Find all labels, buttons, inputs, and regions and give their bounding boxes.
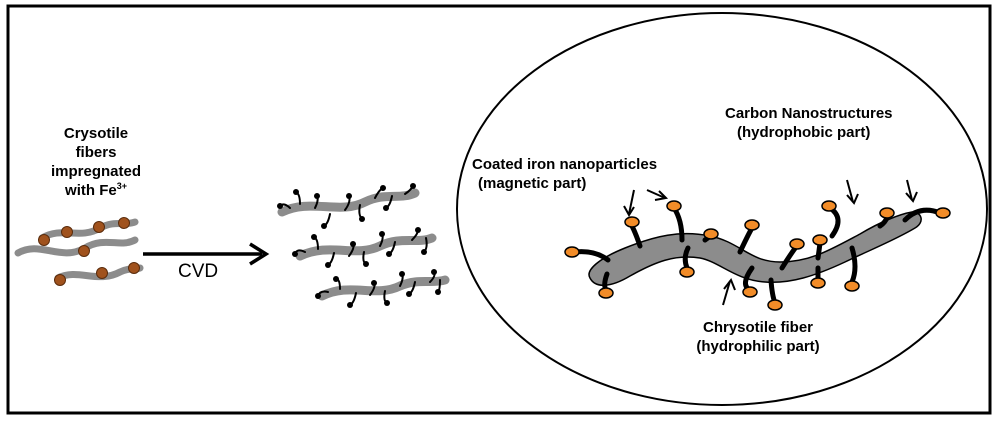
impregnated-fibers [14,217,144,286]
outer-frame [6,4,992,415]
arrow-to-nanoparticle-2 [646,189,666,199]
left-label-line1: Crysotile [63,125,129,142]
left-label-line4-prefix: with Fe [65,182,117,199]
zoom-inset-ellipse [456,12,988,406]
left-label-line4-sup: 3+ [116,181,127,191]
coated-nanoparticles-label: Coated iron nanoparticles (magnetic part… [472,155,657,193]
fiber-label-line1: Chrysotile fiber [702,319,814,336]
coated-label-line1: Coated iron nanoparticles [472,156,658,173]
fiber-label-line2: (hydrophilic part) [696,338,820,355]
left-label-line2: fibers [75,144,117,161]
coated-iron-nanoparticles [564,200,951,311]
carbon-nanostructures-label: Carbon Nanostructures (hydrophobic part) [725,104,893,142]
carbon-label-line2: (hydrophobic part) [737,124,871,141]
cvd-arrow [143,242,270,266]
arrow-to-fiber [722,280,731,306]
chrysotile-fiber-label: Chrysotile fiber (hydrophilic part) [683,318,833,356]
pointer-arrows [623,179,918,306]
cnt-coated-fibers [277,183,450,308]
arrow-to-carbon-1 [846,179,854,203]
carbon-label-line1: Carbon Nanostructures [725,105,893,122]
cvd-label: CVD [178,261,219,282]
arrow-to-nanoparticle-1 [628,189,635,215]
coated-label-line2: (magnetic part) [478,175,587,192]
left-label-line3: impregnated [50,163,141,180]
arrow-to-carbon-2 [906,179,913,201]
impregnated-fibers-label: Crysotile fibers impregnated with Fe3+ [26,124,166,200]
left-label-line4: with Fe3+ [26,181,166,200]
